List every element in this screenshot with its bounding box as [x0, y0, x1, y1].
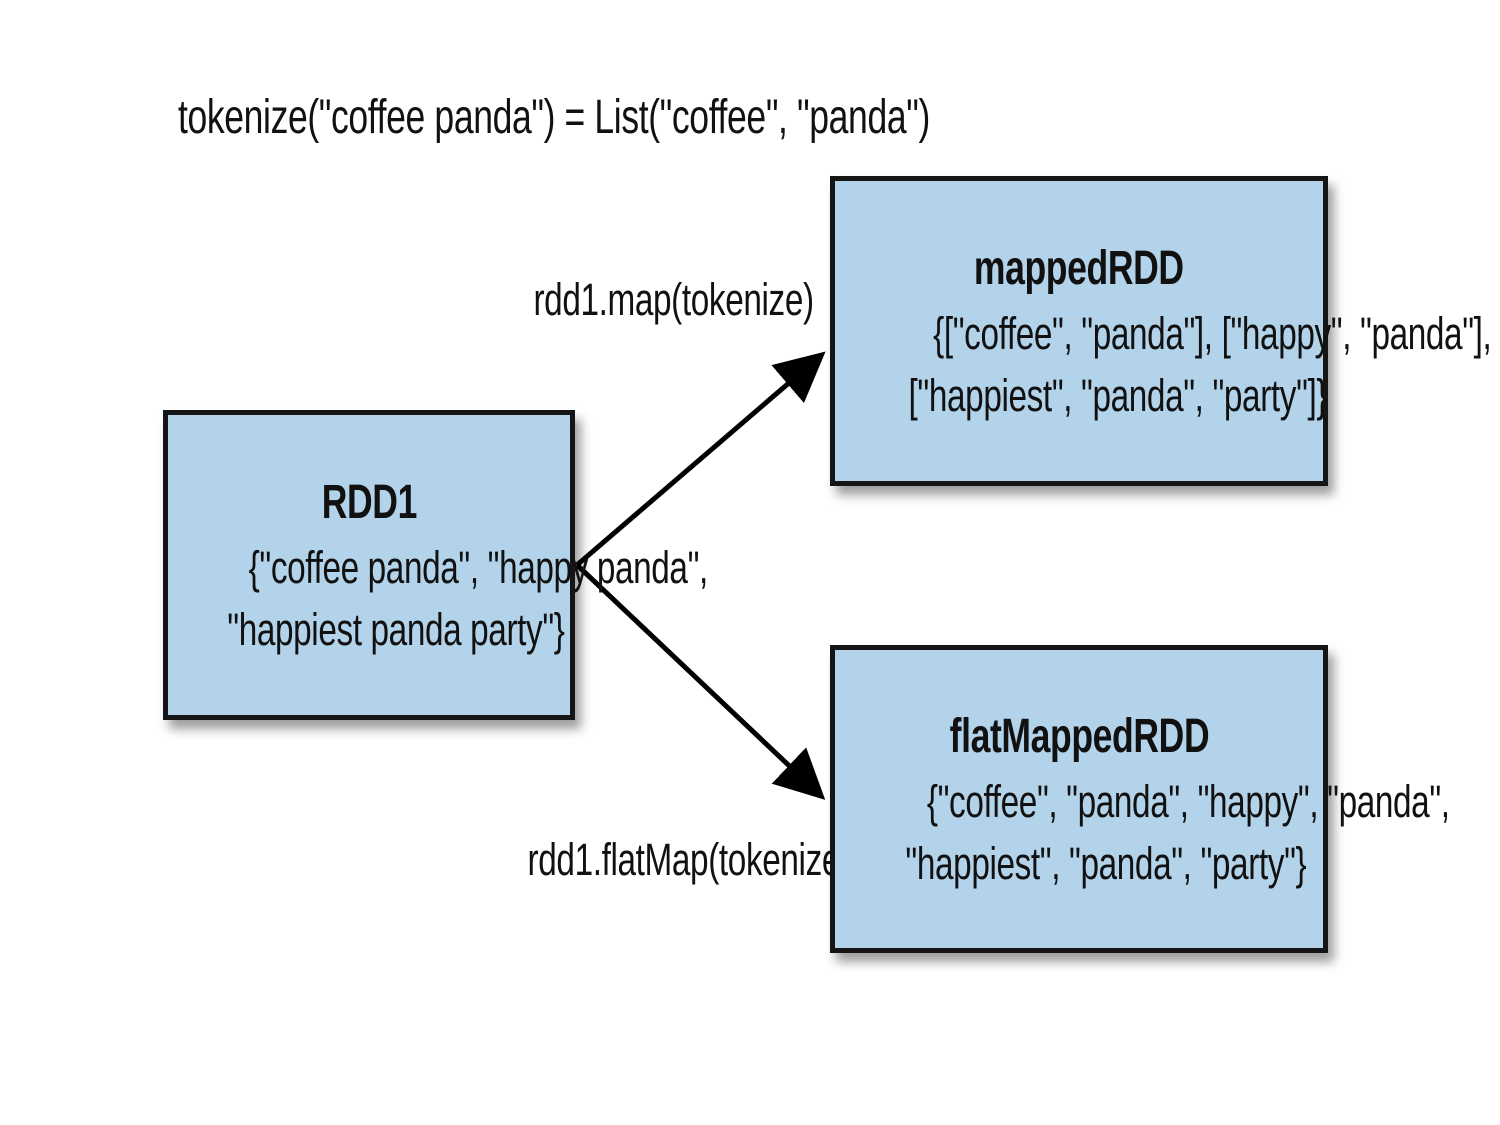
rdd1-content-line-1: {"coffee panda", "happy panda",	[248, 542, 709, 593]
mapped-rdd-content-line-1: {["coffee", "panda"], ["happy", "panda"]…	[933, 308, 1492, 359]
rdd1-title: RDD1	[321, 476, 417, 529]
mapped-rdd-content-line-2: ["happiest", "panda", "party"]}	[908, 370, 1328, 421]
flatmapped-rdd-box: flatMappedRDD {"coffee", "panda", "happy…	[830, 645, 1450, 953]
rdd1-box: RDD1 {"coffee panda", "happy panda", "ha…	[163, 410, 708, 720]
flatmapped-rdd-content-line-1: {"coffee", "panda", "happy", "panda",	[926, 776, 1450, 827]
flatmapped-rdd-content-line-2: "happiest", "panda", "party"}	[905, 838, 1307, 889]
flatmap-arrow	[575, 563, 826, 800]
tokenize-formula: tokenize("coffee panda") = List("coffee"…	[178, 88, 1194, 148]
flatmap-edge-label: rdd1.flatMap(tokenize)	[414, 830, 852, 890]
flatmap-edge-label-text: rdd1.flatMap(tokenize)	[527, 834, 852, 885]
flatmapped-rdd-title: flatMappedRDD	[949, 710, 1209, 763]
tokenize-formula-text: tokenize("coffee panda") = List("coffee"…	[178, 91, 930, 144]
mapped-rdd-box: mappedRDD {["coffee", "panda"], ["happy"…	[830, 176, 1492, 486]
map-edge-label-text: rdd1.map(tokenize)	[533, 274, 815, 325]
rdd1-content-line-2: "happiest panda party"}	[227, 604, 565, 655]
map-arrow	[575, 351, 826, 567]
mapped-rdd-title: mappedRDD	[974, 242, 1184, 295]
map-edge-label: rdd1.map(tokenize)	[414, 270, 815, 330]
